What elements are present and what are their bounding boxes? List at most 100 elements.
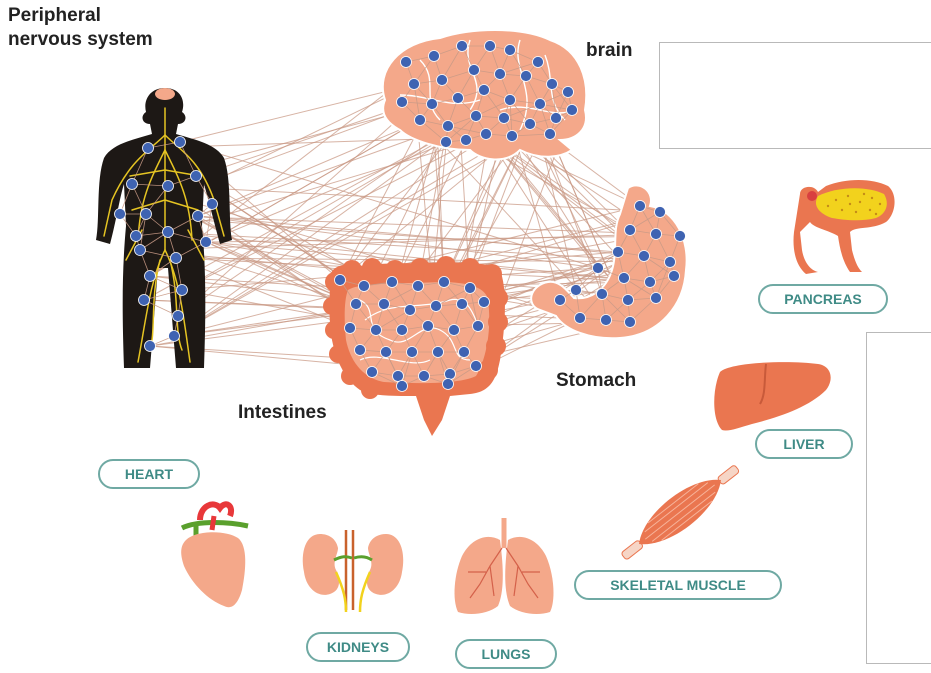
stomach-label: Stomach	[556, 370, 636, 392]
brain-node	[551, 113, 562, 124]
body-node	[145, 341, 156, 352]
body-node	[141, 209, 152, 220]
body-node	[171, 253, 182, 264]
body-node	[177, 285, 188, 296]
body-node	[145, 271, 156, 282]
stomach-node	[555, 295, 566, 306]
intestines-node	[419, 371, 430, 382]
brain-node	[457, 41, 468, 52]
intestines-node	[379, 299, 390, 310]
intestines-node	[355, 345, 366, 356]
stomach-node	[571, 285, 582, 296]
body-node	[191, 171, 202, 182]
body-node	[143, 143, 154, 154]
heart-icon	[181, 504, 248, 607]
intestines-node	[443, 379, 454, 390]
intestines-node	[351, 299, 362, 310]
intestines-node	[445, 369, 456, 380]
intestines-node	[387, 277, 398, 288]
intestines-node	[449, 325, 460, 336]
brain-node	[495, 69, 506, 80]
brain-node	[461, 135, 472, 146]
body-node	[131, 231, 142, 242]
intestines-node	[335, 275, 346, 286]
stomach-node	[575, 313, 586, 324]
body-node	[115, 209, 126, 220]
stomach-node	[625, 225, 636, 236]
brain-node	[567, 105, 578, 116]
brain-node	[479, 85, 490, 96]
intestines-node	[465, 283, 476, 294]
brain-label: brain	[586, 40, 632, 62]
lungs-icon	[455, 518, 554, 614]
stomach-node	[619, 273, 630, 284]
stomach-node	[623, 295, 634, 306]
brain-node	[507, 131, 518, 142]
pancreas-tag: PANCREAS	[758, 284, 888, 314]
intestines-node	[371, 325, 382, 336]
intestines-node	[397, 381, 408, 392]
stomach-node	[645, 277, 656, 288]
brain-node	[427, 99, 438, 110]
stomach-node	[593, 263, 604, 274]
intestines-node	[397, 325, 408, 336]
brain-node	[547, 79, 558, 90]
brain-node	[443, 121, 454, 132]
brain-node	[471, 111, 482, 122]
brain-node	[397, 97, 408, 108]
stomach-node	[651, 229, 662, 240]
body-node	[169, 331, 180, 342]
intestines-node	[359, 281, 370, 292]
intestines-node	[367, 367, 378, 378]
intestines-node	[459, 347, 470, 358]
intestines-node	[479, 297, 490, 308]
liver-tag: LIVER	[755, 429, 853, 459]
brain-node	[409, 79, 420, 90]
body-node	[163, 227, 174, 238]
brain-node	[415, 115, 426, 126]
body-node	[207, 199, 218, 210]
intestines-node	[345, 323, 356, 334]
brain-node	[499, 113, 510, 124]
intestines-node	[423, 321, 434, 332]
kidneys-tag: KIDNEYS	[306, 632, 410, 662]
brain-node	[533, 57, 544, 68]
brain-node	[505, 95, 516, 106]
brain-node	[485, 41, 496, 52]
body-node	[127, 179, 138, 190]
brain-node	[441, 137, 452, 148]
body-node	[139, 295, 150, 306]
lungs-tag: LUNGS	[455, 639, 557, 669]
body-node	[135, 245, 146, 256]
body-node	[173, 311, 184, 322]
peripheral-label-line2: nervous system	[8, 28, 153, 52]
bottom-right-panel	[866, 332, 931, 664]
body-node	[201, 237, 212, 248]
intestines-node	[433, 347, 444, 358]
stomach-node	[655, 207, 666, 218]
body-node	[193, 211, 204, 222]
brain-node	[453, 93, 464, 104]
brain-node	[401, 57, 412, 68]
body-node	[175, 137, 186, 148]
intestines-node	[393, 371, 404, 382]
liver-icon	[714, 362, 830, 430]
intestines-node	[473, 321, 484, 332]
stomach-node	[625, 317, 636, 328]
intestines-node	[381, 347, 392, 358]
brain-node	[521, 71, 532, 82]
intestines-node	[439, 277, 450, 288]
body-node	[163, 181, 174, 192]
stomach-node	[675, 231, 686, 242]
brain-node	[525, 119, 536, 130]
stomach-node	[613, 247, 624, 258]
brain-node	[437, 75, 448, 86]
brain-node	[505, 45, 516, 56]
intestines-node	[457, 299, 468, 310]
intestines-node	[471, 361, 482, 372]
stomach-node	[639, 251, 650, 262]
intestines-label: Intestines	[238, 402, 327, 424]
brain-node	[535, 99, 546, 110]
peripheral-nervous-system-label: Peripheral nervous system	[8, 4, 153, 52]
